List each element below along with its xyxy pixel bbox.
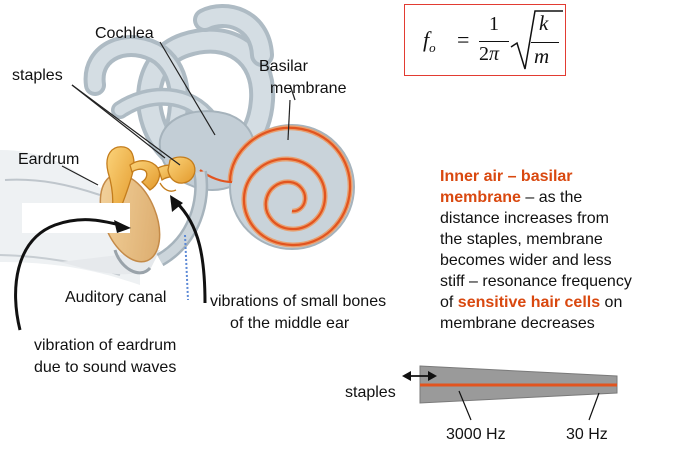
description-hair-cells-highlight: sensitive hair cells xyxy=(457,294,601,311)
formula-k: k xyxy=(539,11,549,35)
description-heading-line1: Inner air – basilar xyxy=(440,168,573,185)
description-line2: membrane – as the xyxy=(440,187,672,208)
freq-high-leader xyxy=(458,390,472,421)
basilar-leader xyxy=(289,84,296,101)
label-eardrum: Eardrum xyxy=(18,151,80,168)
formula-f-subscript: o xyxy=(429,40,436,55)
description-heading-line2: membrane xyxy=(440,189,521,206)
formula-m: m xyxy=(534,44,550,68)
formula-denominator: 2π xyxy=(479,43,499,66)
formula-equals: = xyxy=(457,27,470,52)
formula-numerator: 1 xyxy=(489,13,499,35)
description-paragraph: Inner air – basilar membrane – as the di… xyxy=(440,166,672,334)
label-basilar-line1: Basilar xyxy=(259,58,308,75)
label-vibrations-bones-line2: of the middle ear xyxy=(230,315,350,332)
staples-double-arrow xyxy=(402,371,437,381)
label-cochlea: Cochlea xyxy=(95,25,154,42)
sqrt-symbol xyxy=(510,10,563,70)
description-line6: stiff – resonance frequency xyxy=(440,273,632,290)
label-freq-30: 30 Hz xyxy=(566,426,608,443)
description-line8: membrane decreases xyxy=(440,315,595,332)
formula-fraction-bar xyxy=(479,41,509,43)
leader-lines xyxy=(61,41,291,186)
description-line7-start: of xyxy=(440,294,458,311)
eardrum-vibration-arrow xyxy=(14,218,131,331)
canal-mask xyxy=(22,203,130,233)
label-staples-schematic: staples xyxy=(345,384,396,401)
label-vibration-eardrum-line1: vibration of eardrum xyxy=(34,337,177,354)
resonance-formula: fo = 1 2π k m xyxy=(404,4,566,76)
eardrum-grey-shade xyxy=(113,249,152,275)
cochlea-spiral xyxy=(156,124,355,267)
label-vibrations-bones-line1: vibrations of small bones xyxy=(210,293,387,310)
label-auditory-canal: Auditory canal xyxy=(65,289,167,306)
formula-sqrt-fraction-bar xyxy=(531,42,559,44)
formula-f-symbol: f xyxy=(423,27,430,52)
label-freq-3000: 3000 Hz xyxy=(446,426,506,443)
description-line5: becomes wider and less xyxy=(440,252,612,269)
description-line7-end: on xyxy=(600,294,623,311)
label-basilar-line2: membrane xyxy=(270,80,347,97)
formula-denominator-coef: 2 xyxy=(479,43,489,65)
label-staples-ear: staples xyxy=(12,67,63,84)
canal-upper-edge xyxy=(4,178,101,196)
freq-low-leader xyxy=(588,392,600,421)
description-line4: the staples, membrane xyxy=(440,231,603,248)
ossicles xyxy=(106,146,196,216)
membrane-schematic xyxy=(402,365,618,421)
formula-denominator-pi: π xyxy=(489,43,500,65)
description-line3: distance increases from xyxy=(440,210,609,227)
description-line7: of sensitive hair cells on xyxy=(440,292,672,313)
description-line2-rest: – as the xyxy=(520,189,583,206)
formula-f: fo xyxy=(423,27,436,55)
bones-vibration-arrow xyxy=(170,195,207,304)
label-vibration-eardrum-line2: due to sound waves xyxy=(34,359,177,376)
